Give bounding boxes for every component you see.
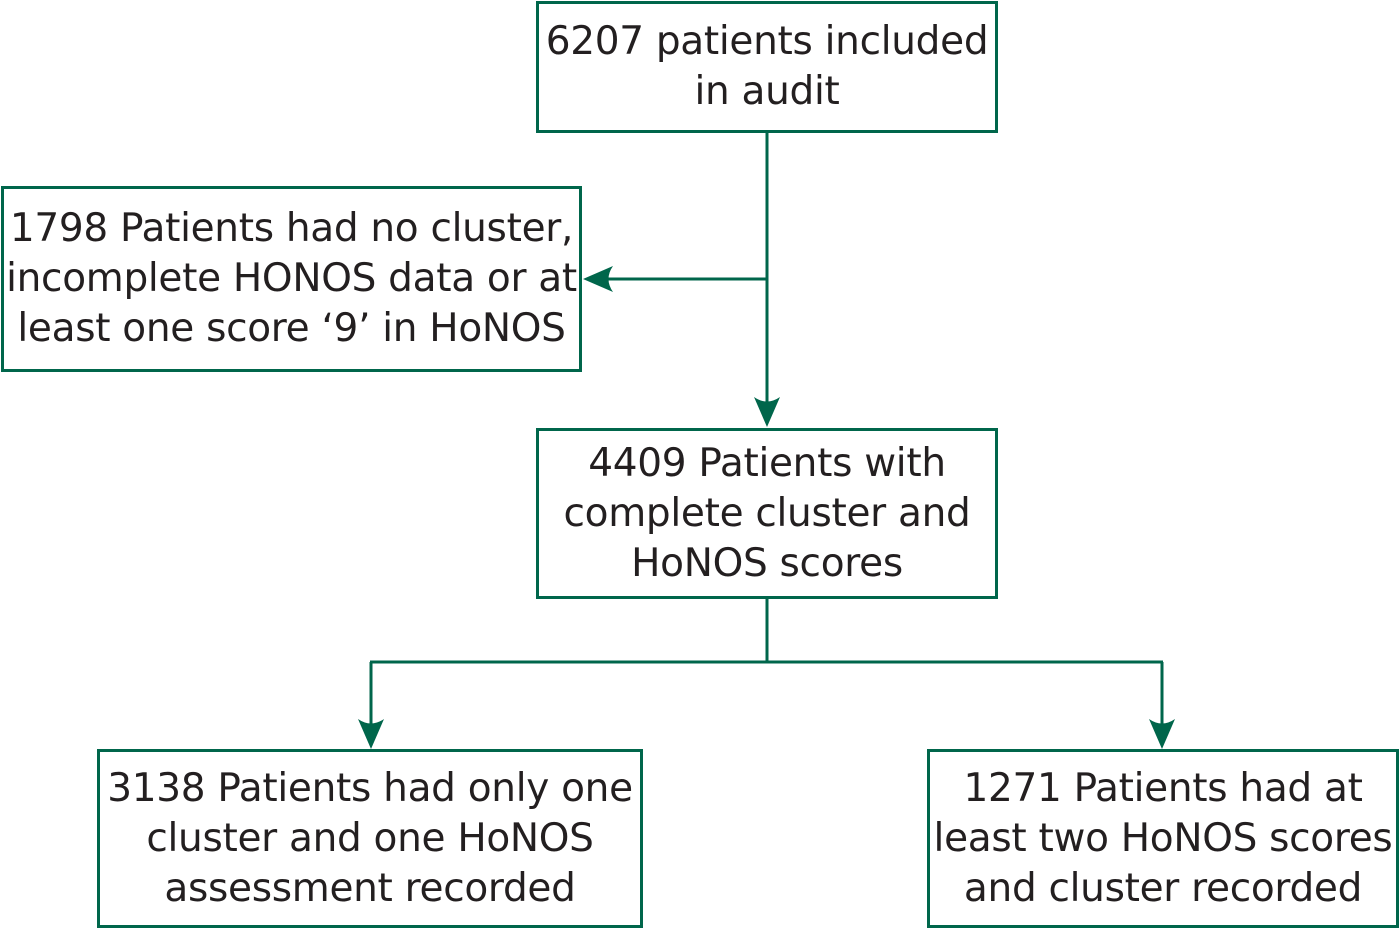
arrowhead-to-excluded [583, 266, 613, 292]
complete-box: 4409 Patients with complete cluster and … [536, 428, 998, 599]
complete-box-text: 4409 Patients with complete cluster and … [563, 440, 971, 586]
audit-box: 6207 patients included in audit [536, 1, 998, 133]
multiple-scores-box: 1271 Patients had at least two HoNOS sco… [927, 749, 1399, 928]
excluded-box-text: 1798 Patients had no cluster, incomplete… [6, 206, 577, 351]
audit-box-text: 6207 patients included in audit [545, 19, 989, 114]
multiple-scores-box-text: 1271 Patients had at least two HoNOS sco… [933, 765, 1393, 911]
arrowhead-to-multiple [1149, 719, 1175, 749]
arrowhead-to-single [358, 719, 384, 749]
single-assessment-box-text: 3138 Patients had only one cluster and o… [107, 765, 633, 911]
single-assessment-box: 3138 Patients had only one cluster and o… [97, 749, 643, 928]
arrowhead-to-complete [754, 397, 780, 427]
excluded-box: 1798 Patients had no cluster, incomplete… [1, 186, 582, 372]
